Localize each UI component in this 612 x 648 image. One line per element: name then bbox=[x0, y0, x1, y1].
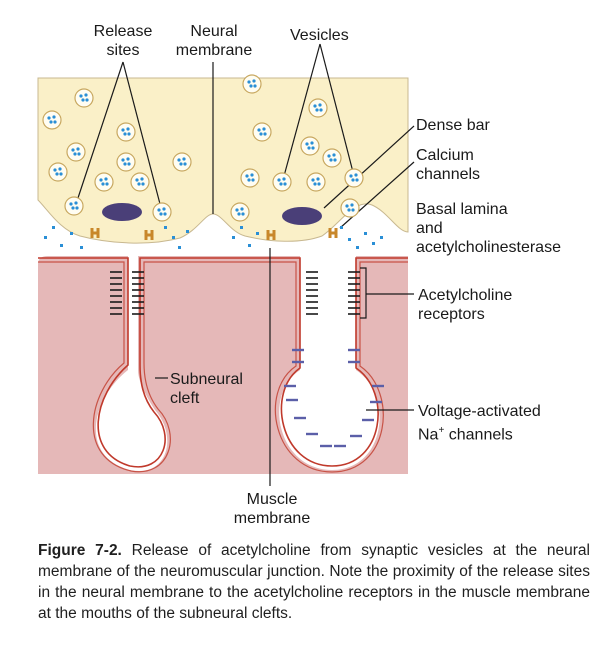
neuromuscular-junction-diagram bbox=[37, 43, 415, 486]
label-dense-bar: Dense bar bbox=[416, 117, 490, 134]
synaptic-vesicle bbox=[74, 88, 94, 108]
synaptic-vesicle bbox=[300, 136, 320, 156]
synaptic-vesicle bbox=[306, 172, 326, 192]
acetylcholine-molecule bbox=[248, 244, 251, 247]
synaptic-vesicle bbox=[344, 168, 364, 188]
synaptic-vesicle bbox=[172, 152, 192, 172]
synaptic-vesicle bbox=[322, 148, 342, 168]
acetylcholine-molecule bbox=[364, 232, 367, 235]
label-vesicles: Vesicles bbox=[290, 27, 349, 44]
dense-bar bbox=[102, 203, 142, 221]
dense-bar bbox=[282, 207, 322, 225]
synaptic-vesicle bbox=[272, 172, 292, 192]
acetylcholine-molecule bbox=[52, 226, 55, 229]
acetylcholine-molecule bbox=[172, 236, 175, 239]
synaptic-vesicle bbox=[252, 122, 272, 142]
synaptic-vesicle bbox=[116, 152, 136, 172]
synaptic-vesicle bbox=[66, 142, 86, 162]
synaptic-vesicle bbox=[230, 202, 250, 222]
acetylcholine-molecule bbox=[164, 226, 167, 229]
nerve-terminal bbox=[37, 77, 409, 244]
synaptic-vesicle bbox=[308, 98, 328, 118]
synaptic-vesicle bbox=[130, 172, 150, 192]
caption-text: Release of acetylcholine from synaptic v… bbox=[38, 542, 590, 622]
synaptic-vesicle bbox=[240, 168, 260, 188]
acetylcholine-molecule bbox=[232, 236, 235, 239]
figure-caption: Figure 7-2. Release of acetylcholine fro… bbox=[38, 540, 590, 624]
voltage-activated-na-channels bbox=[284, 348, 384, 448]
synaptic-vesicle bbox=[242, 74, 262, 94]
acetylcholine-molecule bbox=[256, 232, 259, 235]
muscle-membrane-line bbox=[38, 257, 408, 473]
vesicles-group bbox=[42, 74, 364, 222]
synaptic-vesicle bbox=[152, 202, 172, 222]
synaptic-vesicle bbox=[340, 198, 360, 218]
acetylcholine-molecule bbox=[348, 238, 351, 241]
acetylcholine-molecule bbox=[44, 236, 47, 239]
calcium-channels bbox=[90, 228, 338, 240]
released-acetylcholine bbox=[44, 226, 383, 249]
leader-lines bbox=[75, 43, 415, 486]
acetylcholine-molecule bbox=[372, 242, 375, 245]
acetylcholine-molecule bbox=[60, 244, 63, 247]
synaptic-vesicle bbox=[42, 110, 62, 130]
acetylcholine-molecule bbox=[178, 246, 181, 249]
acetylcholine-molecule bbox=[186, 230, 189, 233]
label-voltage-channels: Voltage-activated Na+ channels bbox=[418, 403, 541, 444]
acetylcholine-molecule bbox=[356, 246, 359, 249]
figure-label: Figure 7-2. bbox=[38, 542, 122, 559]
acetylcholine-molecule bbox=[380, 236, 383, 239]
synaptic-vesicle bbox=[48, 162, 68, 182]
muscle-fiber bbox=[38, 256, 408, 474]
synaptic-vesicle bbox=[64, 196, 84, 216]
acetylcholine-molecule bbox=[240, 226, 243, 229]
synaptic-vesicle bbox=[94, 172, 114, 192]
synaptic-vesicle bbox=[116, 122, 136, 142]
acetylcholine-molecule bbox=[340, 226, 343, 229]
acetylcholine-receptors bbox=[110, 271, 360, 315]
acetylcholine-molecule bbox=[80, 246, 83, 249]
acetylcholine-molecule bbox=[70, 232, 73, 235]
